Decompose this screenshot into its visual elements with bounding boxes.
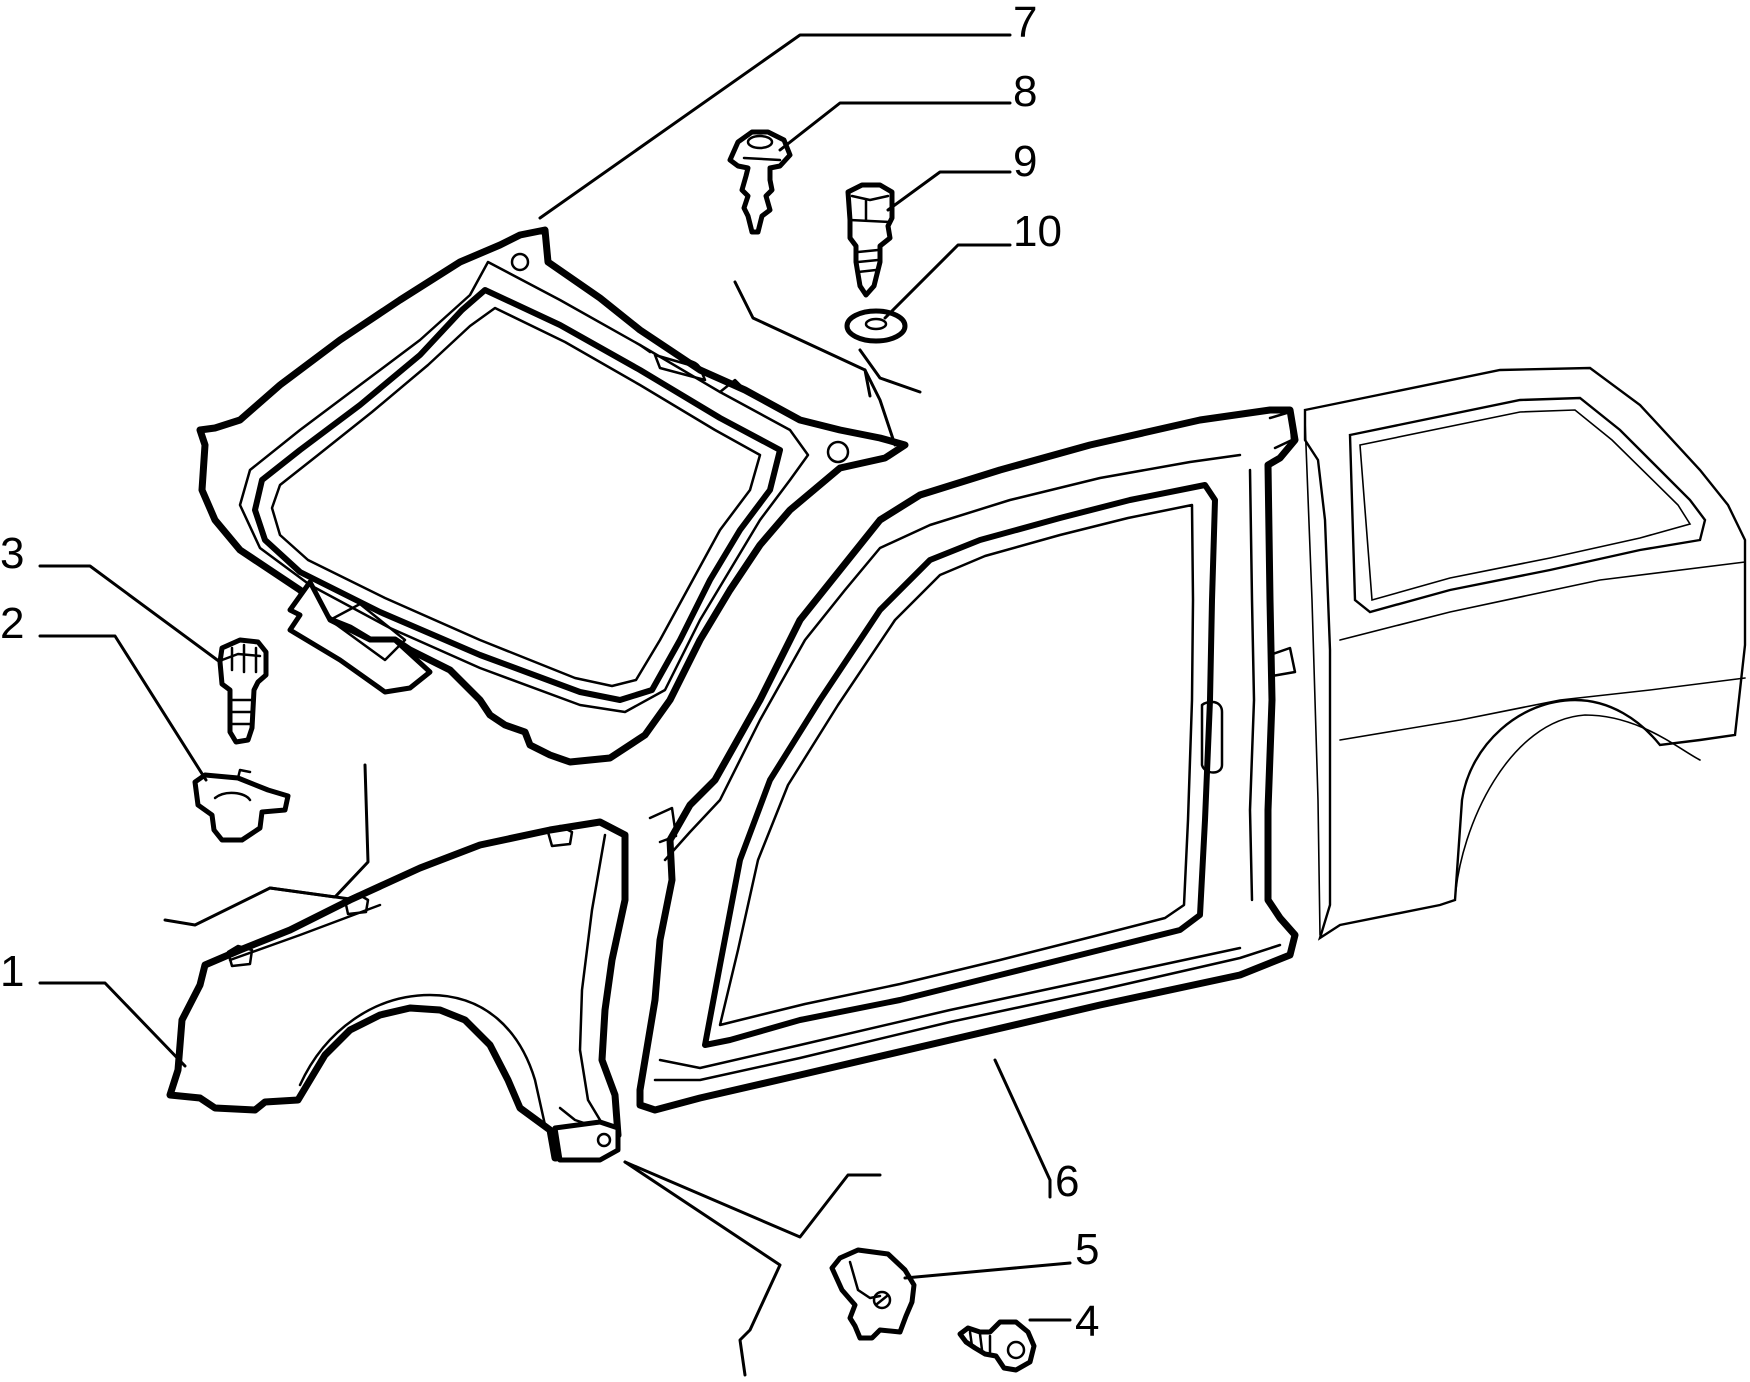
- callout-7: 7: [1013, 0, 1037, 47]
- callout-9: 9: [1013, 137, 1037, 186]
- windscreen-frame-part: [196, 226, 909, 766]
- callout-10: 10: [1013, 207, 1062, 256]
- callout-1: 1: [0, 947, 24, 996]
- clip-part-5: [829, 1247, 917, 1341]
- bolt-part-3: [217, 637, 269, 745]
- clip-nut-part-2: [192, 768, 291, 843]
- callout-labels: 7 8 9 10 3 2 1 6 5 4: [0, 0, 1099, 1346]
- front-wing-part: [166, 818, 629, 1163]
- push-clip-part-8: [727, 129, 793, 235]
- callout-2: 2: [0, 599, 24, 648]
- callout-6: 6: [1055, 1157, 1079, 1206]
- callout-3: 3: [0, 529, 24, 578]
- callout-8: 8: [1013, 67, 1037, 116]
- callout-5: 5: [1075, 1225, 1099, 1274]
- bolt-part-9: [845, 182, 895, 298]
- body-side-door-frame-part: [636, 406, 1299, 1114]
- screw-part-4: [957, 1319, 1037, 1373]
- washer-part-10: [844, 308, 908, 344]
- leader-lines: [38, 33, 1072, 1377]
- callout-4: 4: [1075, 1297, 1099, 1346]
- rear-quarter-panel-part: [1303, 366, 1747, 941]
